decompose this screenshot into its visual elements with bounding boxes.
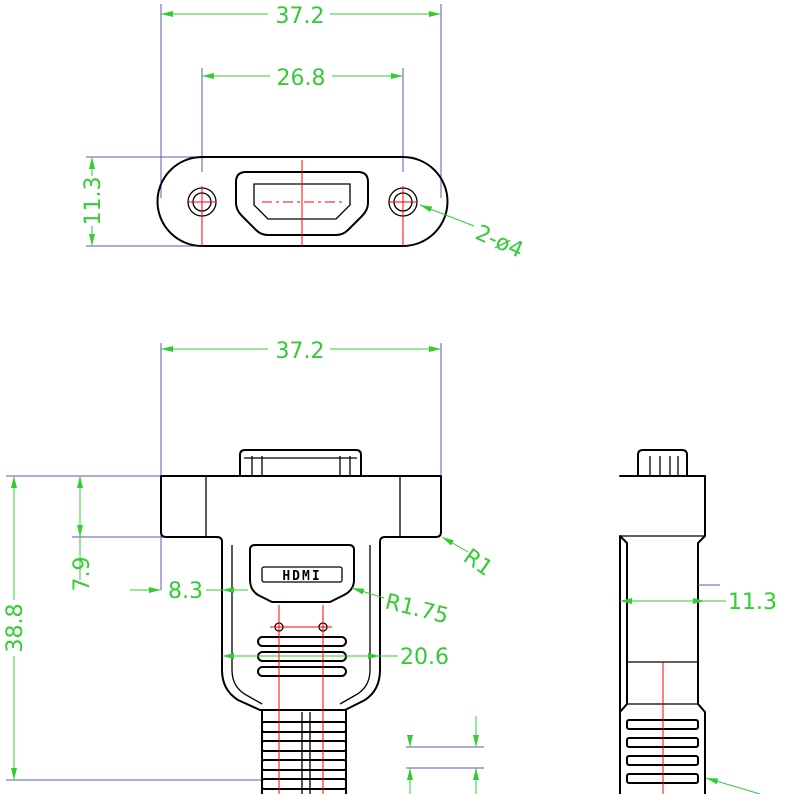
leader-logo-radius — [351, 587, 385, 599]
slot-1 — [257, 636, 347, 647]
logo-plate — [249, 544, 355, 603]
leader-hole-callout — [419, 204, 475, 227]
dim-hole-spacing: 26.8 — [277, 66, 326, 91]
dim-front-width: 37.2 — [276, 4, 325, 29]
top-view: HDMI 37.2 38.8 7.9 8.3 — [2, 337, 497, 794]
dim-flange-height: 7.9 — [70, 557, 95, 592]
dim-body-width: 20.6 — [400, 645, 449, 670]
dim-total-length: 38.8 — [3, 604, 28, 653]
side-view: 11.3 — [619, 449, 777, 794]
dim-side-thickness: 11.3 — [728, 590, 777, 615]
hdmi-port-outer — [235, 171, 369, 236]
hdmi-port-inner — [253, 183, 351, 220]
hole-callout: 2-ø4 — [472, 221, 527, 264]
dim-flange-width: 8.3 — [168, 579, 203, 604]
hdmi-logo: HDMI — [282, 569, 321, 584]
dim-front-height: 11.3 — [81, 177, 106, 226]
side-body-outline — [619, 475, 706, 794]
top-latch — [239, 449, 362, 477]
front-view: 37.2 26.8 11.3 2-ø4 — [80, 2, 527, 264]
leader-corner-radius — [441, 536, 469, 553]
dim-logo-radius: R1.75 — [383, 590, 451, 630]
side-latch — [637, 449, 688, 477]
dim-top-width: 37.2 — [276, 339, 325, 364]
slot-3 — [257, 666, 347, 677]
